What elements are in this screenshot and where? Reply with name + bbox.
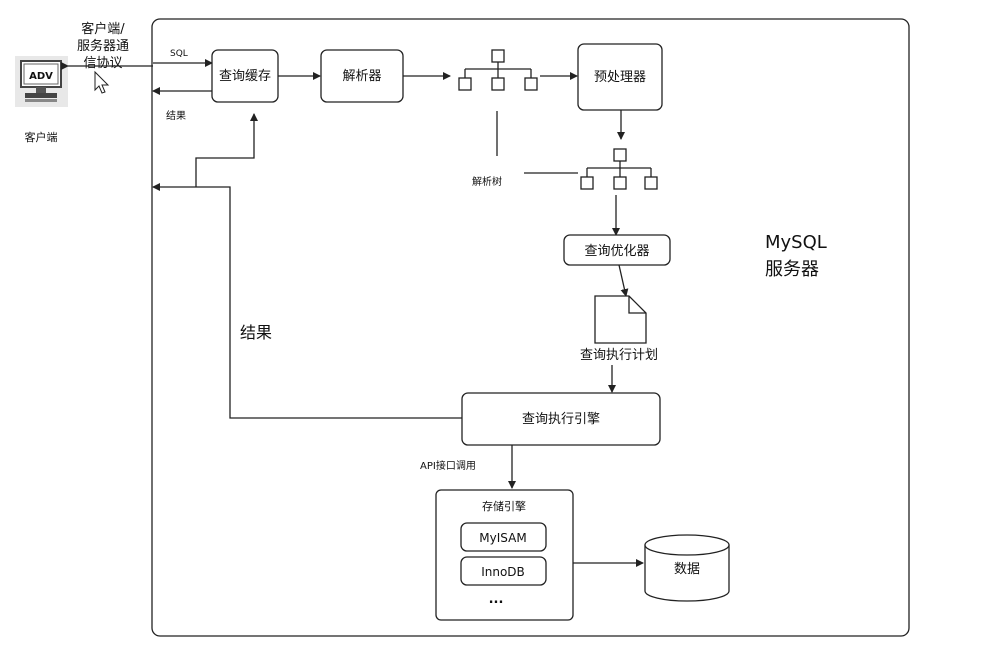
server-label-line-1: MySQL bbox=[765, 232, 827, 253]
optimizer-to-plan-arrow bbox=[618, 264, 629, 297]
result-large-label: 结果 bbox=[240, 323, 272, 342]
client-label: 客户端 bbox=[25, 130, 58, 144]
data-cylinder-icon bbox=[644, 534, 730, 602]
myisam-box bbox=[460, 522, 547, 552]
result-to-cache-arrow bbox=[195, 113, 258, 187]
protocol-line-2: 服务器通 bbox=[77, 38, 129, 54]
execution-engine-box bbox=[461, 392, 661, 446]
parse-tree-label: 解析树 bbox=[472, 175, 502, 188]
optimizer-label: 查询优化器 bbox=[584, 244, 649, 259]
optimizer-box bbox=[563, 234, 671, 266]
client-monitor-icon bbox=[15, 56, 68, 107]
preprocessor-label: 预处理器 bbox=[594, 70, 646, 85]
document-fold bbox=[628, 296, 646, 314]
mysql-server-boundary bbox=[151, 18, 910, 637]
protocol-line-3: 信协议 bbox=[83, 56, 122, 71]
monitor-text: ADV bbox=[29, 71, 53, 82]
data-label: 数据 bbox=[674, 562, 700, 577]
storage-engine-title: 存储引擎 bbox=[482, 499, 526, 513]
api-call-label: API接口调用 bbox=[420, 459, 476, 472]
innodb-label: InnoDB bbox=[481, 565, 525, 579]
myisam-label: MyISAM bbox=[479, 531, 526, 545]
engine-result-return-arrow bbox=[152, 183, 462, 419]
parse-tree-icon bbox=[458, 49, 538, 91]
server-label-line-2: 服务器 bbox=[765, 259, 819, 280]
result-small-label: 结果 bbox=[166, 109, 186, 122]
parse-tree-icon-2 bbox=[580, 148, 658, 190]
more-engines-ellipsis: ... bbox=[489, 592, 504, 607]
query-cache-label: 查询缓存 bbox=[219, 69, 271, 84]
parser-label: 解析器 bbox=[342, 69, 381, 84]
execution-engine-label: 查询执行引擎 bbox=[522, 412, 600, 427]
mouse-cursor-icon bbox=[94, 70, 110, 94]
execution-plan-document-icon bbox=[594, 295, 647, 344]
execution-plan-label: 查询执行计划 bbox=[580, 348, 658, 363]
sql-label: SQL bbox=[170, 49, 188, 59]
innodb-box bbox=[460, 556, 547, 586]
protocol-line-1: 客户端/ bbox=[81, 21, 125, 37]
preprocessor-box bbox=[577, 43, 663, 111]
